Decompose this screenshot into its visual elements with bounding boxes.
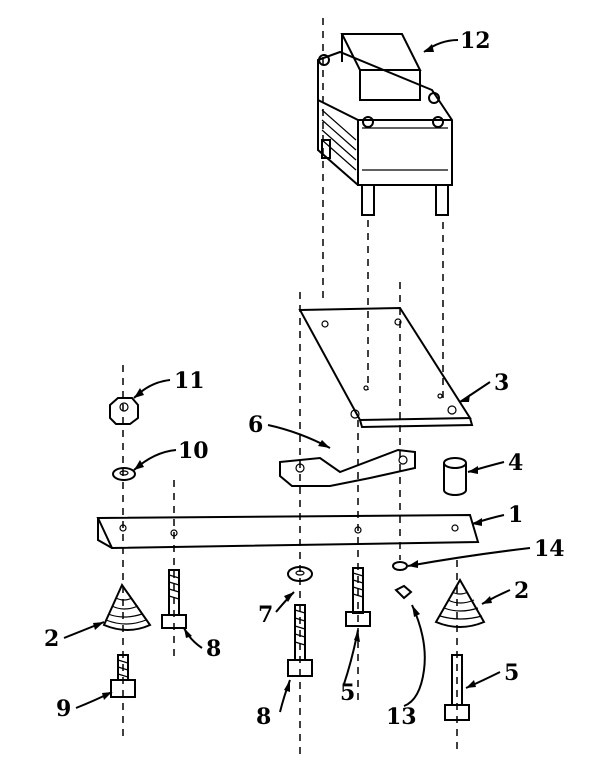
part-14-washer [392, 561, 408, 571]
callout-3: 3 [494, 370, 509, 396]
part-4-spacer [443, 457, 467, 496]
callout-9: 9 [56, 696, 71, 722]
callout-13: 13 [386, 704, 417, 730]
part-5-bolt-center [345, 567, 371, 627]
callout-6: 6 [248, 412, 263, 438]
callout-2-left: 2 [44, 626, 59, 652]
callout-12: 12 [460, 28, 491, 54]
callout-5-right: 5 [504, 660, 519, 686]
callout-10: 10 [178, 438, 209, 464]
part-5-bolt-right [444, 654, 470, 721]
callout-1: 1 [508, 502, 523, 528]
part-1-base-bar [96, 513, 480, 550]
part-11-nut [109, 397, 139, 425]
part-6-bracket [279, 448, 416, 487]
part-3-mounting-plate [298, 306, 474, 429]
part-7-washer [287, 566, 313, 582]
part-12-transformer [317, 33, 453, 216]
callout-labels: 12 11 10 3 6 4 1 14 2 2 8 7 5 5 9 8 13 [44, 28, 565, 730]
part-9-bolt-left-lower [110, 654, 136, 698]
part-13-nut [394, 584, 413, 600]
part-2-rubber-foot-left [102, 582, 152, 631]
callout-5-center: 5 [340, 680, 355, 706]
callout-4: 4 [508, 450, 523, 476]
part-8-bolt-left [161, 569, 187, 629]
part-2-rubber-foot-right [434, 577, 486, 628]
callout-8-center: 8 [256, 704, 271, 730]
leader-lines [63, 39, 531, 713]
part-8-bolt-center [287, 604, 313, 677]
callout-7: 7 [258, 602, 273, 628]
callout-2-right: 2 [514, 578, 529, 604]
callout-8-left: 8 [206, 636, 221, 662]
callout-14: 14 [534, 536, 565, 562]
part-10-washer [112, 467, 136, 481]
callout-11: 11 [174, 368, 205, 394]
